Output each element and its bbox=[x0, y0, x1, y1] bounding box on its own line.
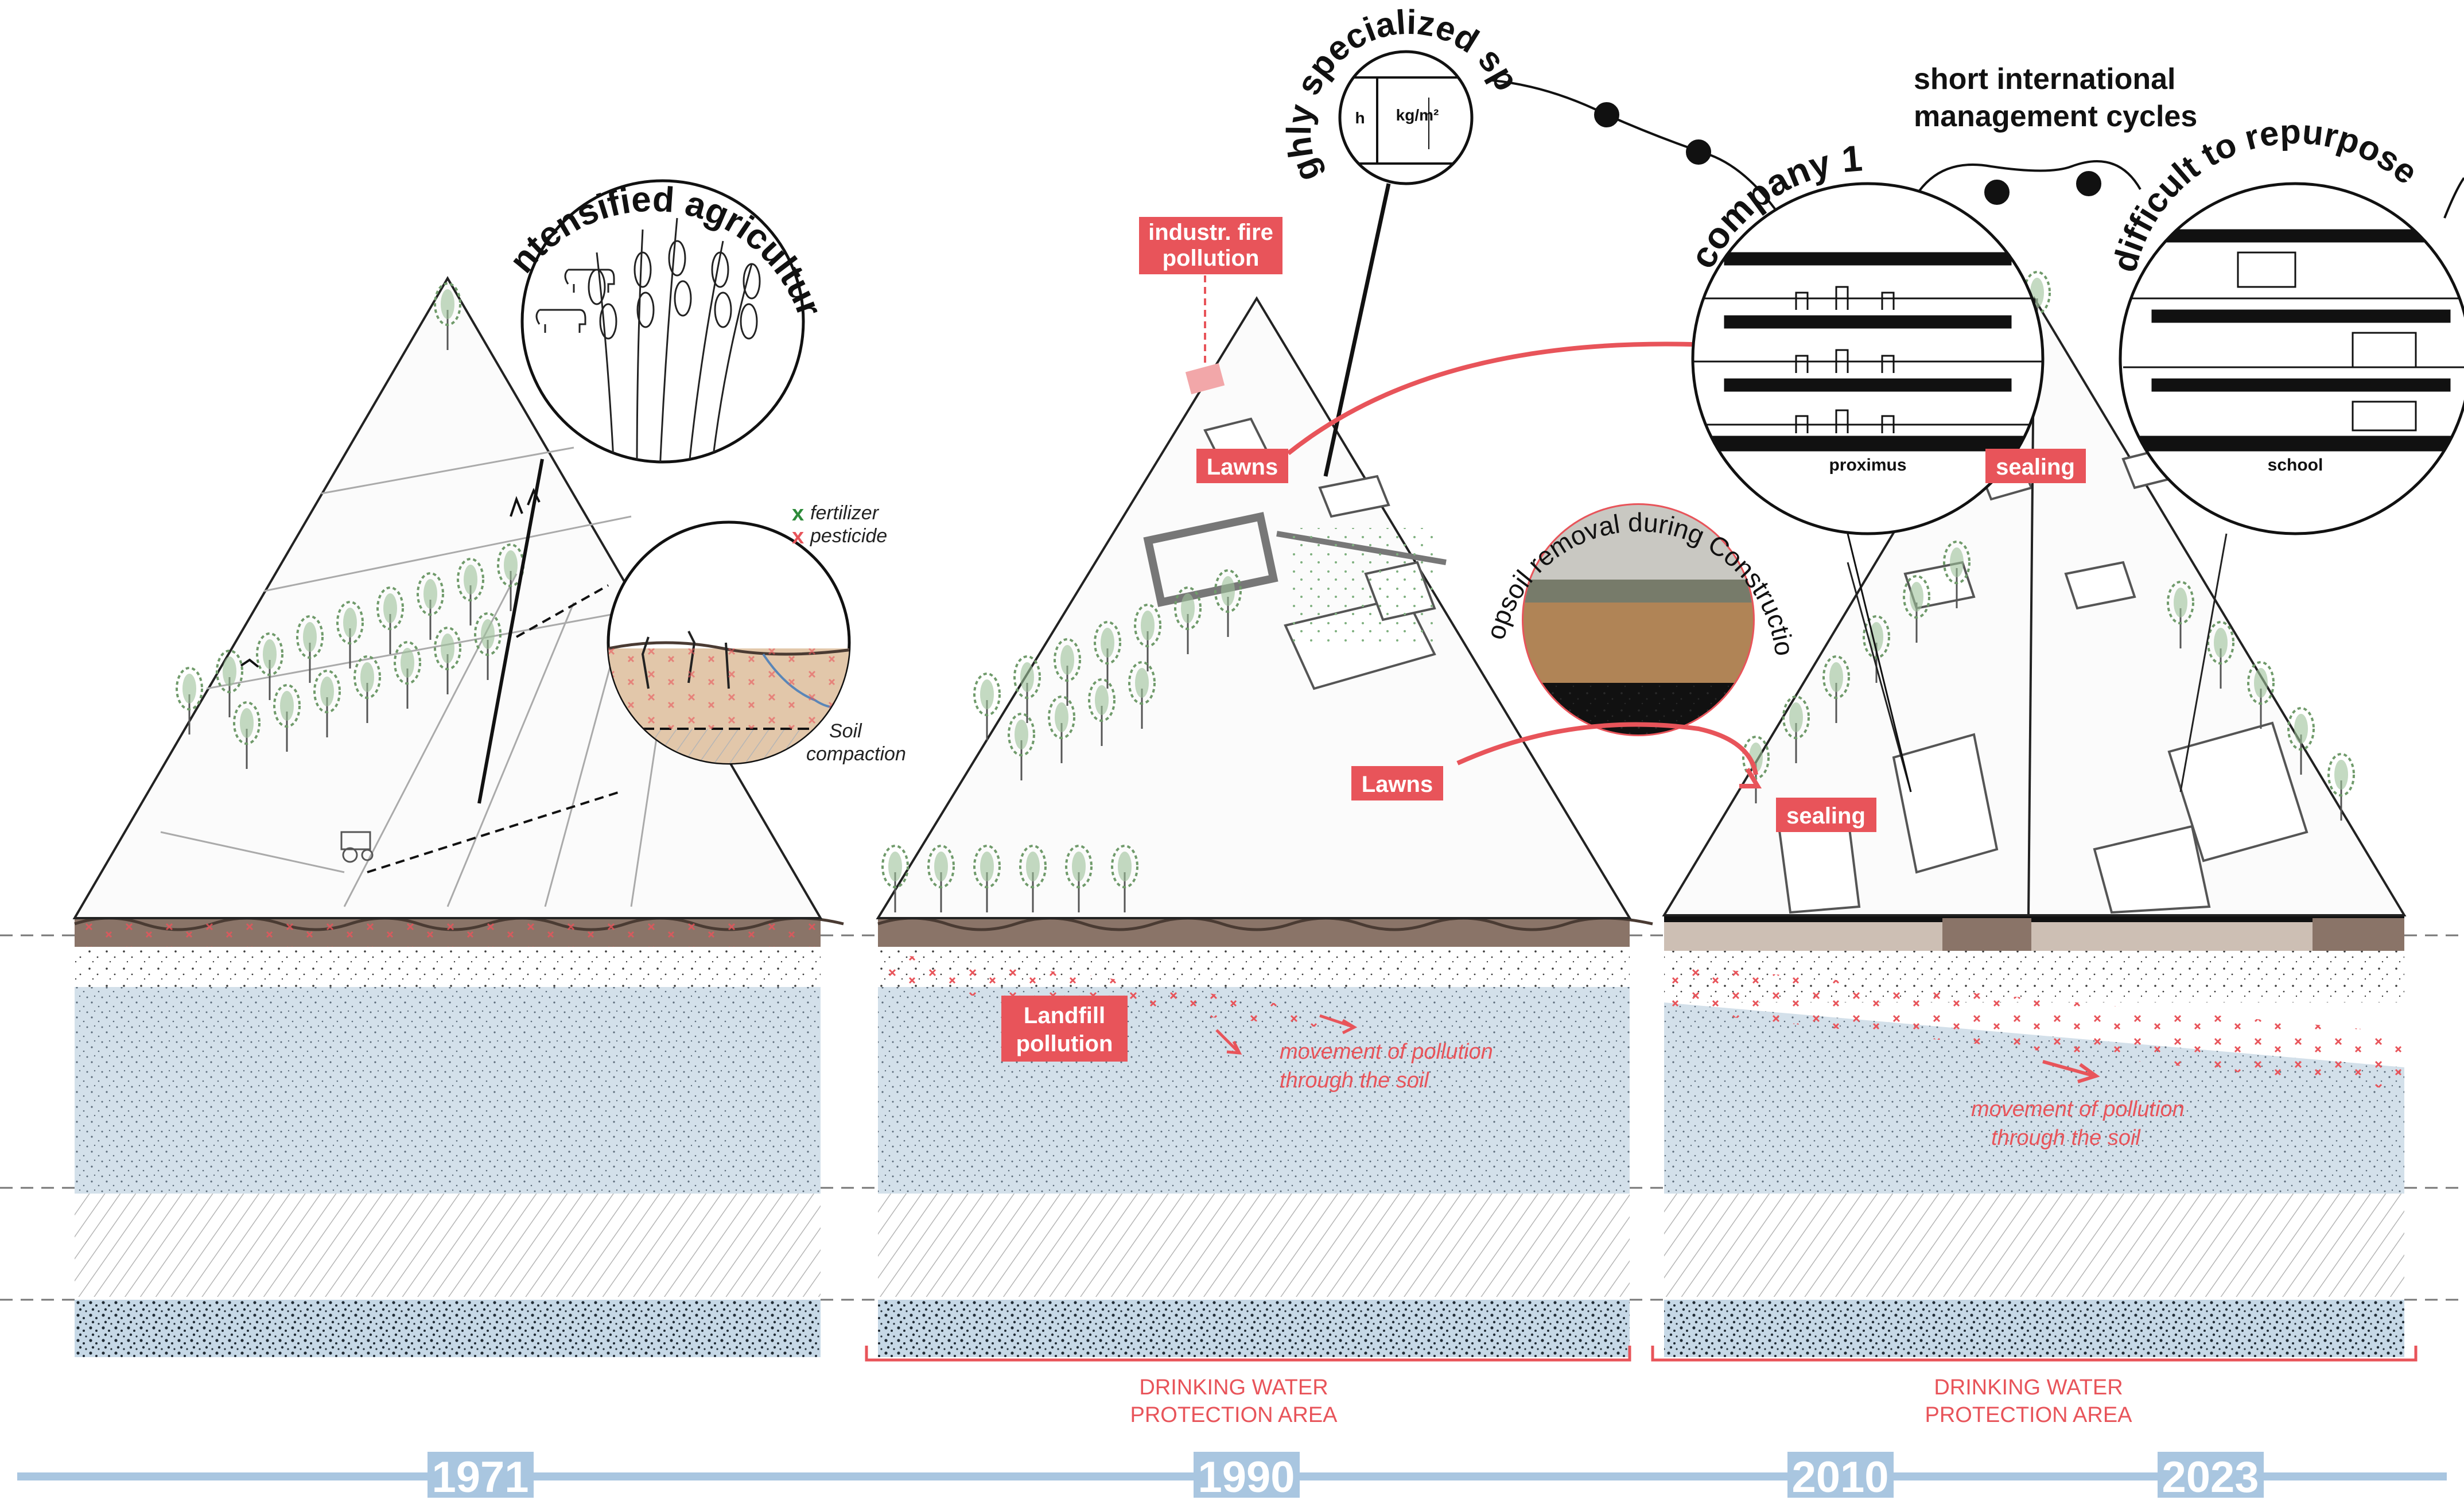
soil-bubble: Soil compaction x fertilizer x pesticide bbox=[607, 502, 906, 765]
soil-compaction-label-1: Soil bbox=[829, 720, 862, 742]
layer-guides bbox=[0, 934, 2464, 1301]
landscape-1990 bbox=[876, 296, 1632, 919]
legend-fertilizer: x fertilizer bbox=[792, 502, 880, 526]
year-1971: 1971 bbox=[432, 1453, 528, 1500]
school-bubble: school difficult to repurpose bbox=[2105, 112, 2464, 535]
cow-icon bbox=[564, 269, 615, 293]
sealing-top-label: sealing bbox=[1996, 454, 2075, 480]
pollution-arrow-2010 bbox=[2042, 1060, 2100, 1083]
pollution-arrows-1990 bbox=[1215, 1014, 1358, 1055]
company-bubble: proximus company 1 bbox=[1681, 137, 2045, 792]
year-1990: 1990 bbox=[1198, 1453, 1295, 1500]
legend-pesticide: x pesticide bbox=[792, 524, 887, 549]
proximus-label: proximus bbox=[1829, 456, 1906, 475]
lawns-mid-label: Lawns bbox=[1362, 772, 1433, 797]
year-tag-1990: 1990 bbox=[1194, 1452, 1300, 1500]
lawns-tag-mid: Lawns bbox=[1351, 766, 1443, 800]
bird-icon bbox=[240, 488, 541, 668]
landfill-label-1: Landfill bbox=[1024, 1003, 1105, 1028]
year-tag-1971: 1971 bbox=[427, 1452, 534, 1500]
svg-text:highly specialized specs: highly specialized specs bbox=[0, 0, 1526, 186]
industr-fire-tag: industr. fire pollution bbox=[1139, 217, 1282, 274]
movement-label-1990-2: through the soil bbox=[1280, 1068, 1429, 1093]
pesticide-mark: x bbox=[792, 524, 804, 549]
protection-label-2010-2: PROTECTION AREA bbox=[1925, 1403, 2132, 1427]
soil-column-1971 bbox=[74, 916, 844, 1357]
soil-compaction-label-2: compaction bbox=[806, 743, 906, 765]
soil-column-2010-2023 bbox=[1664, 915, 2404, 1357]
protection-bracket-2010 bbox=[1651, 1346, 2418, 1362]
sealing-tag-top: sealing bbox=[1985, 449, 2086, 483]
landfill-tag: Landfill pollution bbox=[1001, 996, 1128, 1062]
spec-unit-label: kg/m² bbox=[1396, 106, 1439, 124]
sealing-mid-label: sealing bbox=[1786, 803, 1866, 829]
fertilizer-mark: x bbox=[792, 502, 804, 526]
cycle-label-2: management cycles bbox=[1914, 100, 2197, 133]
protection-label-2010-1: DRINKING WATER bbox=[1934, 1375, 2123, 1400]
management-cycle-connector bbox=[1491, 79, 2464, 242]
landfill-label-2: pollution bbox=[1016, 1031, 1113, 1056]
cow-icon-2 bbox=[535, 309, 586, 333]
protection-bracket-1990 bbox=[865, 1346, 1631, 1362]
movement-label-2010-2: through the soil bbox=[1991, 1126, 2141, 1150]
industr-fire-label-2: pollution bbox=[1163, 246, 1260, 271]
sealing-tag-mid: sealing bbox=[1776, 798, 1876, 832]
fertilizer-label: fertilizer bbox=[810, 502, 880, 524]
cycle-label-1: short international bbox=[1914, 63, 2175, 96]
school-label: school bbox=[2268, 456, 2323, 475]
soil-column-1990 bbox=[877, 916, 1653, 1357]
svg-text:Topsoil removal during Constru: Topsoil removal during Construction bbox=[0, 0, 1800, 658]
tractor-icon bbox=[340, 831, 374, 863]
year-tag-2010: 2010 bbox=[1787, 1452, 1894, 1500]
movement-label-1990-1: movement of pollution bbox=[1280, 1040, 1493, 1064]
protection-label-1990-2: PROTECTION AREA bbox=[1130, 1403, 1338, 1427]
year-tag-2023: 2023 bbox=[2158, 1452, 2264, 1500]
industr-fire-label-1: industr. fire bbox=[1148, 220, 1273, 245]
timeline: 1971 1990 2010 2023 bbox=[17, 1452, 2447, 1500]
protection-label-1990-1: DRINKING WATER bbox=[1139, 1375, 1328, 1400]
topsoil-caption: Topsoil removal during Construction bbox=[0, 0, 1800, 658]
lawns-top-label: Lawns bbox=[1207, 454, 1278, 480]
pesticide-label: pesticide bbox=[810, 525, 887, 547]
specs-title: highly specialized specs bbox=[0, 0, 1526, 186]
lawns-tag-top: Lawns bbox=[1196, 449, 1288, 483]
year-2010: 2010 bbox=[1791, 1453, 1888, 1500]
movement-label-2010-1: movement of pollution bbox=[1971, 1097, 2185, 1121]
spec-height-label: h bbox=[1355, 109, 1365, 127]
year-2023: 2023 bbox=[2162, 1453, 2259, 1500]
